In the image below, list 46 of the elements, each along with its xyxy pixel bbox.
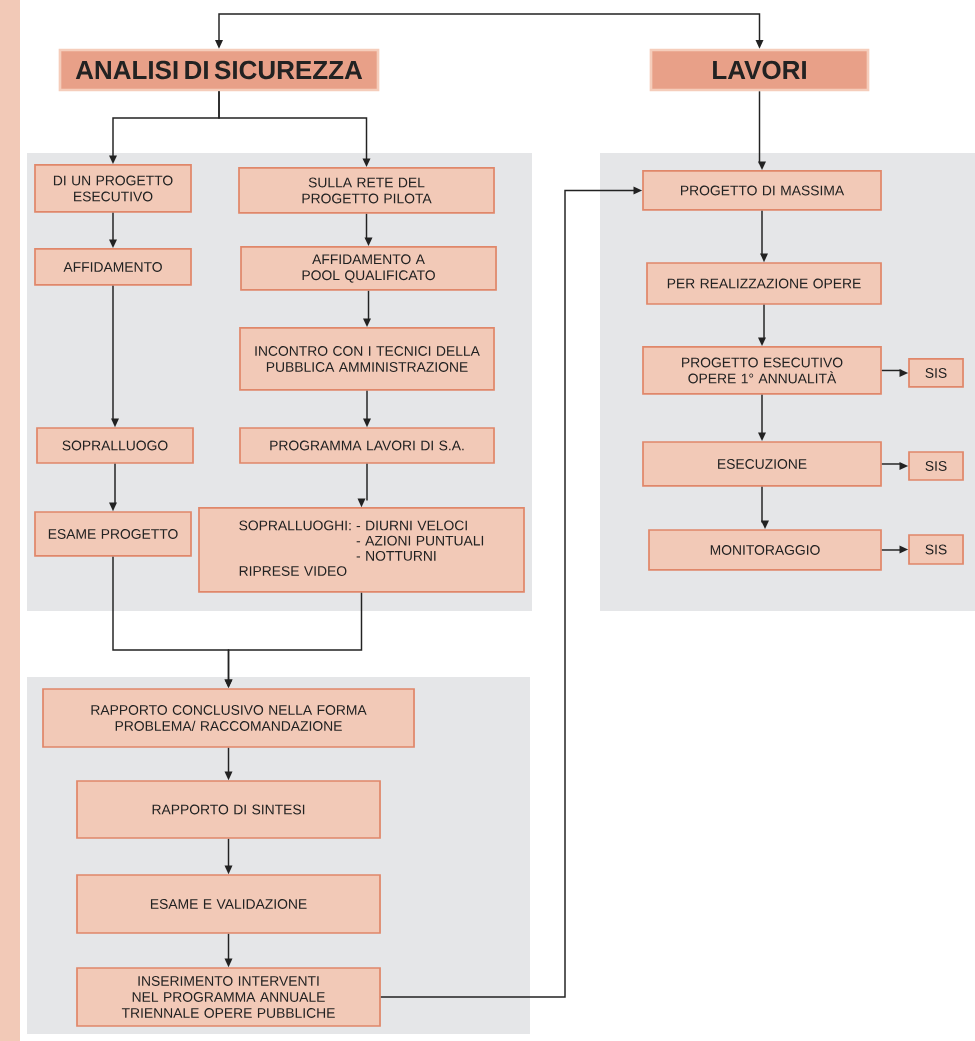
arrow xyxy=(380,186,643,998)
process-box: SULLA RETE DEL PROGETTO PILOTA xyxy=(238,167,495,214)
arrow xyxy=(224,747,233,781)
process-box: DI UN PROGETTO ESECUTIVO xyxy=(34,164,192,213)
process-box: MONITORAGGIO xyxy=(648,529,882,571)
arrow xyxy=(109,212,117,249)
arrow xyxy=(357,463,368,508)
heading-box: ANALISI DI SICUREZZA xyxy=(58,48,380,92)
process-box: ESECUZIONE xyxy=(642,441,882,487)
process-box: PROGRAMMA LAVORI DI S.A. xyxy=(239,427,495,464)
process-box: INSERIMENTO INTERVENTI NEL PROGRAMMA ANNUALE TRIENNALE OPERE PUBBLICHE xyxy=(76,967,381,1027)
arrow xyxy=(881,369,909,377)
arrow xyxy=(761,486,769,530)
process-box: ESAME PROGETTO xyxy=(34,511,192,557)
process-box: AFFIDAMENTO A POOL QUALIFICATO xyxy=(240,246,497,291)
process-box: RAPPORTO DI SINTESI xyxy=(76,780,381,839)
arrow xyxy=(224,933,233,968)
process-box: SOPRALLUOGO xyxy=(36,427,194,464)
arrow xyxy=(758,394,766,442)
arrow xyxy=(760,210,768,263)
process-box: AFFIDAMENTO xyxy=(34,248,192,286)
arrow xyxy=(758,90,766,171)
process-box: PROGETTO ESECUTIVO OPERE 1° ANNUALITÀ xyxy=(642,346,882,395)
arrow xyxy=(364,213,373,247)
arrow xyxy=(881,462,909,470)
output-box: SIS xyxy=(908,358,964,388)
arrow xyxy=(224,838,233,875)
arrow xyxy=(363,290,371,328)
arrow xyxy=(224,592,363,689)
process-box: RAPPORTO CONCLUSIVO NELLA FORMA PROBLEMA/ RACCOMANDAZIONE xyxy=(42,688,415,748)
arrow xyxy=(881,545,909,554)
process-box: PROGETTO DI MASSIMA xyxy=(642,170,882,211)
arrow xyxy=(363,390,371,428)
process-box: ESAME E VALIDAZIONE xyxy=(76,874,381,934)
arrow xyxy=(218,90,371,168)
output-box: SIS xyxy=(908,451,964,481)
arrow xyxy=(215,13,764,49)
process-box: SOPRALLUOGHI: - DIURNI VELOCI - AZIONI PUNTUALI - NOTTURNI RIPRESE VIDEO xyxy=(198,507,525,593)
output-box: SIS xyxy=(908,534,964,565)
process-box: PER REALIZZAZIONE OPERE xyxy=(646,262,882,305)
arrow xyxy=(758,304,766,347)
side-band xyxy=(0,0,20,1041)
process-box: INCONTRO CON I TECNICI DELLA PUBBLICA AMMINISTRAZIONE xyxy=(239,327,495,391)
arrow xyxy=(109,463,117,512)
heading-box: LAVORI xyxy=(649,48,870,92)
arrow xyxy=(111,285,119,428)
